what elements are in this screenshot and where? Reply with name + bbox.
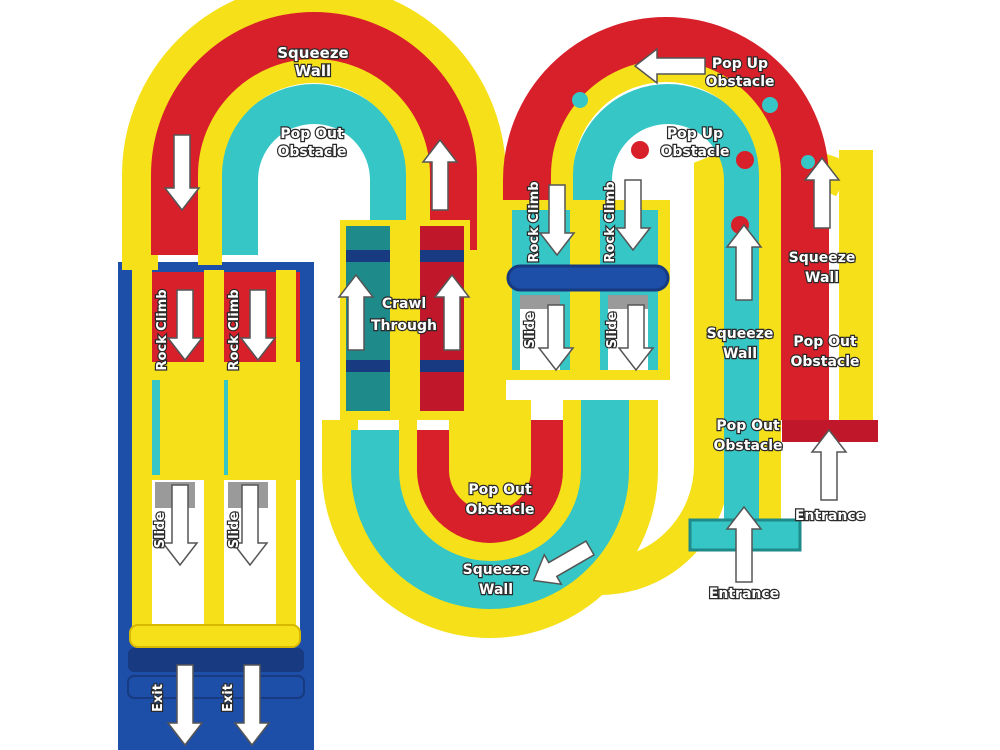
right-arch-red bbox=[503, 17, 829, 420]
climb-crossbar bbox=[506, 264, 670, 292]
bottom-u-core bbox=[449, 400, 531, 511]
direction-arrow-icon bbox=[537, 304, 575, 372]
divider bbox=[204, 270, 224, 630]
left-arch-teal bbox=[218, 84, 410, 255]
bottom-u-inner bbox=[399, 400, 581, 561]
direction-arrow-icon bbox=[233, 664, 271, 747]
direction-arrow-icon bbox=[239, 289, 277, 362]
exit-beam bbox=[129, 624, 301, 648]
crawl-band bbox=[346, 250, 390, 262]
dot bbox=[801, 155, 815, 169]
label-slide-4: Slide bbox=[605, 312, 620, 349]
direction-arrow-icon bbox=[633, 47, 706, 85]
crawl-band bbox=[346, 360, 390, 372]
label-entrance-2: Entrance bbox=[709, 586, 779, 602]
divider bbox=[276, 270, 296, 630]
dot bbox=[736, 151, 754, 169]
direction-arrow-icon bbox=[421, 138, 459, 211]
direction-arrow-icon bbox=[538, 184, 576, 257]
label-exit-1: Exit bbox=[151, 684, 166, 712]
label-rock-climb-3: Rock Climb bbox=[527, 181, 542, 262]
bottom-u-teal bbox=[351, 400, 629, 609]
label-slide-1: Slide bbox=[153, 512, 168, 549]
label-rock-climb-4: Rock Climb bbox=[603, 181, 618, 262]
direction-arrow-icon bbox=[810, 428, 848, 501]
label-exit-2: Exit bbox=[221, 684, 236, 712]
direction-arrow-icon bbox=[614, 179, 652, 252]
label-rock-climb-1: Rock Climb bbox=[155, 289, 170, 370]
direction-arrow-icon bbox=[532, 540, 596, 586]
direction-arrows bbox=[161, 47, 848, 747]
left-arch-inner bbox=[198, 59, 430, 265]
direction-arrow-icon bbox=[163, 134, 201, 212]
dot bbox=[631, 141, 649, 159]
direction-arrow-icon bbox=[166, 289, 204, 362]
label-entrance-1: Entrance bbox=[795, 508, 865, 524]
crawl-band bbox=[420, 250, 464, 262]
dot bbox=[762, 97, 778, 113]
direction-arrow-icon bbox=[725, 223, 763, 301]
direction-arrow-icon bbox=[161, 484, 199, 567]
dots bbox=[572, 92, 815, 234]
dot bbox=[572, 92, 588, 108]
direction-arrow-icon bbox=[617, 304, 655, 372]
direction-arrow-icon bbox=[725, 505, 763, 583]
direction-arrow-icon bbox=[803, 156, 841, 229]
bottom-u-red bbox=[410, 420, 570, 550]
bottom-u-outer bbox=[322, 400, 658, 638]
exit-tube bbox=[128, 648, 304, 672]
direction-arrow-icon bbox=[166, 664, 204, 747]
direction-arrow-icon bbox=[231, 484, 269, 567]
outer-track bbox=[122, 0, 852, 595]
divider bbox=[132, 270, 152, 630]
right-arch-teal bbox=[572, 84, 764, 540]
crawl-band bbox=[420, 360, 464, 372]
course-tracks bbox=[122, 0, 873, 638]
left-arch-red bbox=[151, 12, 477, 255]
label-rock-climb-2: Rock Climb bbox=[227, 289, 242, 370]
direction-arrow-icon bbox=[433, 273, 471, 351]
exit-structure bbox=[118, 262, 314, 750]
label-slide-3: Slide bbox=[523, 312, 538, 349]
label-slide-2: Slide bbox=[227, 512, 242, 549]
direction-arrow-icon bbox=[337, 273, 375, 351]
